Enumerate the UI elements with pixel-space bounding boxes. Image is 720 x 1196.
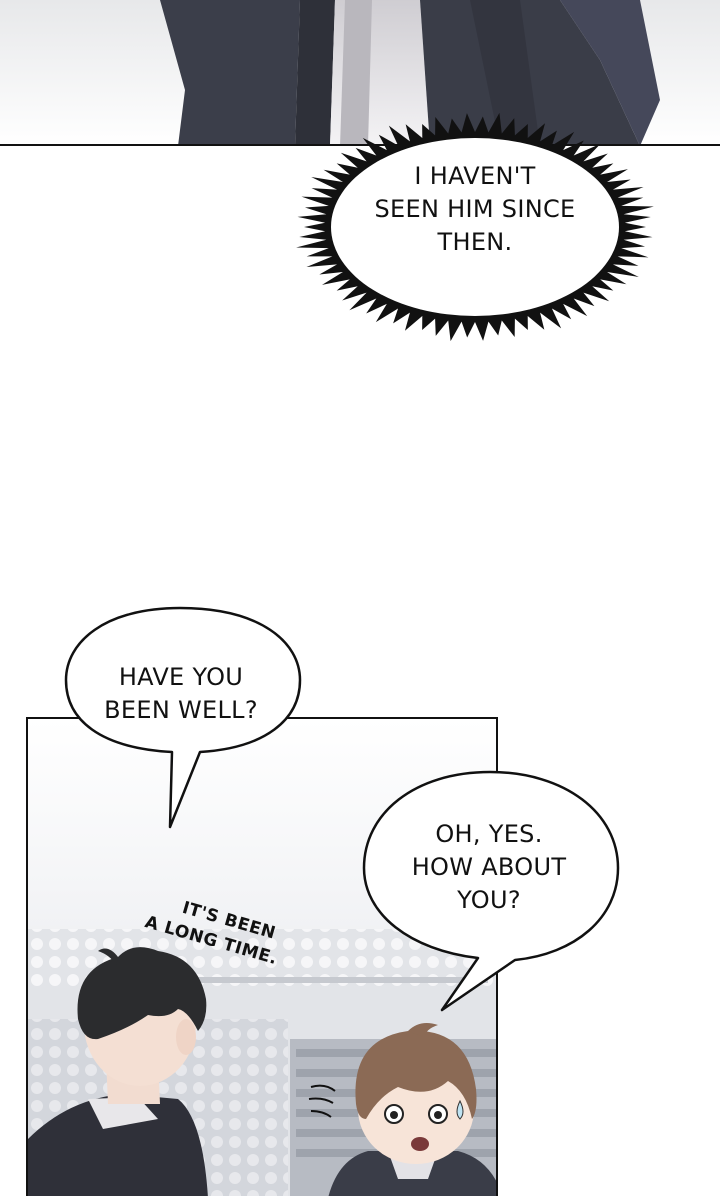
flashback-bubble-text: I HAVEN'T SEEN HIM SINCE THEN. <box>345 160 605 259</box>
top-panel-border <box>0 144 720 146</box>
speech-bubble-greeting <box>64 606 302 829</box>
greeting-line-2: BEEN WELL? <box>104 696 258 724</box>
greeting-line-1: HAVE YOU <box>118 663 244 691</box>
reply-line-3: YOU? <box>457 886 521 914</box>
reply-line-1: OH, YES. <box>435 820 543 848</box>
surprise-marks-icon <box>308 1084 336 1118</box>
top-panel <box>0 0 720 146</box>
flashback-line-2: SEEN HIM SINCE <box>374 195 576 223</box>
flashback-line-3: THEN. <box>437 228 513 256</box>
bottom-panel <box>26 717 498 1196</box>
speech-bubble-reply <box>362 770 620 1012</box>
spiky-bubble-fill <box>331 138 619 316</box>
reply-line-2: HOW ABOUT <box>411 853 567 881</box>
spiky-thought-bubble <box>296 112 654 342</box>
reply-bubble-text: OH, YES. HOW ABOUT YOU? <box>366 818 612 917</box>
greeting-bubble-text: HAVE YOU BEEN WELL? <box>66 661 296 727</box>
flashback-line-1: I HAVEN'T <box>414 162 536 190</box>
top-panel-art <box>0 0 720 146</box>
bottom-panel-art <box>28 719 496 1196</box>
